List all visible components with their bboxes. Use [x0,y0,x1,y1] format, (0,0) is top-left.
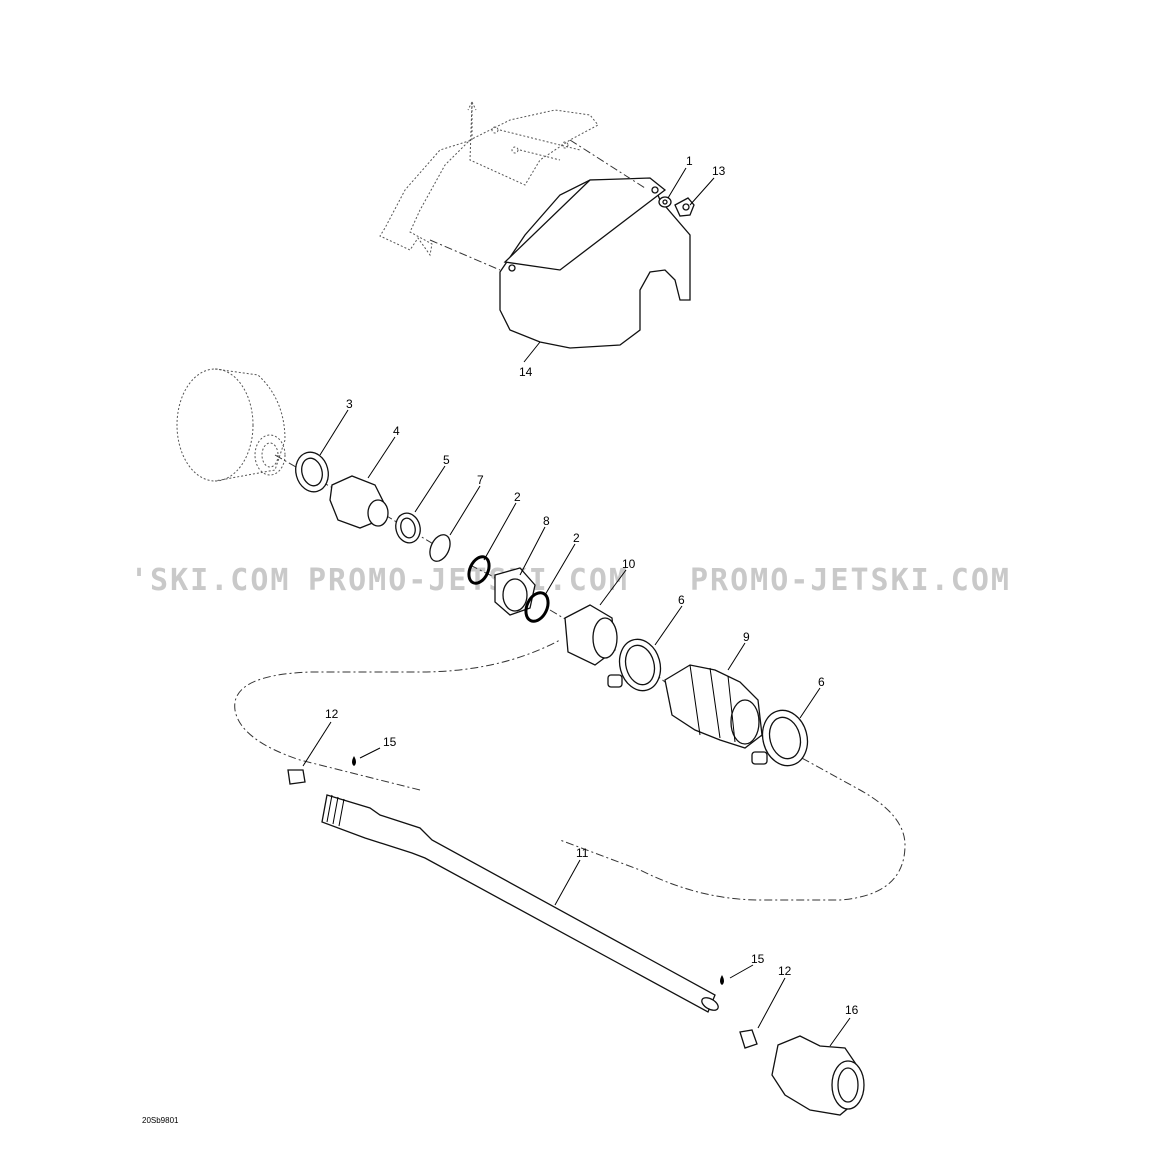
coupler-16 [771,1035,865,1116]
callout-4: 4 [393,424,400,438]
grease-droplet-15-left [352,756,356,766]
clamp-5 [395,512,421,544]
callout-15-left: 15 [383,735,397,749]
pin-12-right [739,1029,758,1049]
grease-droplet-15-right [720,975,724,985]
assembly-axis [234,454,906,901]
watermark-right: PROMO-JETSKI.COM [690,563,1011,598]
drawing-code: 20Sb9801 [142,1116,179,1125]
o-ring-2-first [467,555,491,585]
callout-6-second: 6 [818,675,825,689]
callout-6-first: 6 [678,593,685,607]
washer-and-wingnut [658,196,695,217]
pin-12-left [287,769,306,785]
callout-12-right: 12 [778,964,792,978]
callout-11: 11 [576,846,589,860]
callout-16: 16 [845,1003,859,1017]
jet-pump-cover [429,139,691,349]
callout-5: 5 [443,453,450,467]
clamp-6-first [607,638,662,692]
callouts: 1 13 14 3 4 5 7 2 8 2 10 6 9 6 12 15 11 … [325,154,859,1017]
callout-2-first: 2 [514,490,521,504]
callout-14: 14 [519,365,533,379]
hull-bracket-ghost [379,101,599,257]
o-ring-7 [429,534,451,562]
o-ring-2-second [524,591,550,623]
callout-1: 1 [686,154,693,168]
callout-13: 13 [712,164,726,178]
callout-10: 10 [622,557,636,571]
watermark: 'SKI.COM PROMO-JETSKI.COM PROMO-JETSKI.C… [130,563,1011,598]
leader-lines [302,167,851,1047]
boot-4 [329,475,389,529]
clamp-6-second [751,709,809,767]
callout-3: 3 [346,397,353,411]
sleeve-8 [494,567,536,616]
drive-shaft-11 [321,794,719,1013]
callout-15-right: 15 [751,952,765,966]
boot-9 [664,664,763,749]
ring-10 [564,604,618,666]
callout-2-second: 2 [573,531,580,545]
bearing-housing-ghost [176,368,286,482]
clamp-3 [295,451,329,493]
callout-7: 7 [477,473,484,487]
callout-12-left: 12 [325,707,339,721]
callout-9: 9 [743,630,750,644]
watermark-left: 'SKI.COM [130,563,291,598]
watermark-middle: PROMO-JETSKI.COM [308,563,629,598]
callout-8: 8 [543,514,550,528]
